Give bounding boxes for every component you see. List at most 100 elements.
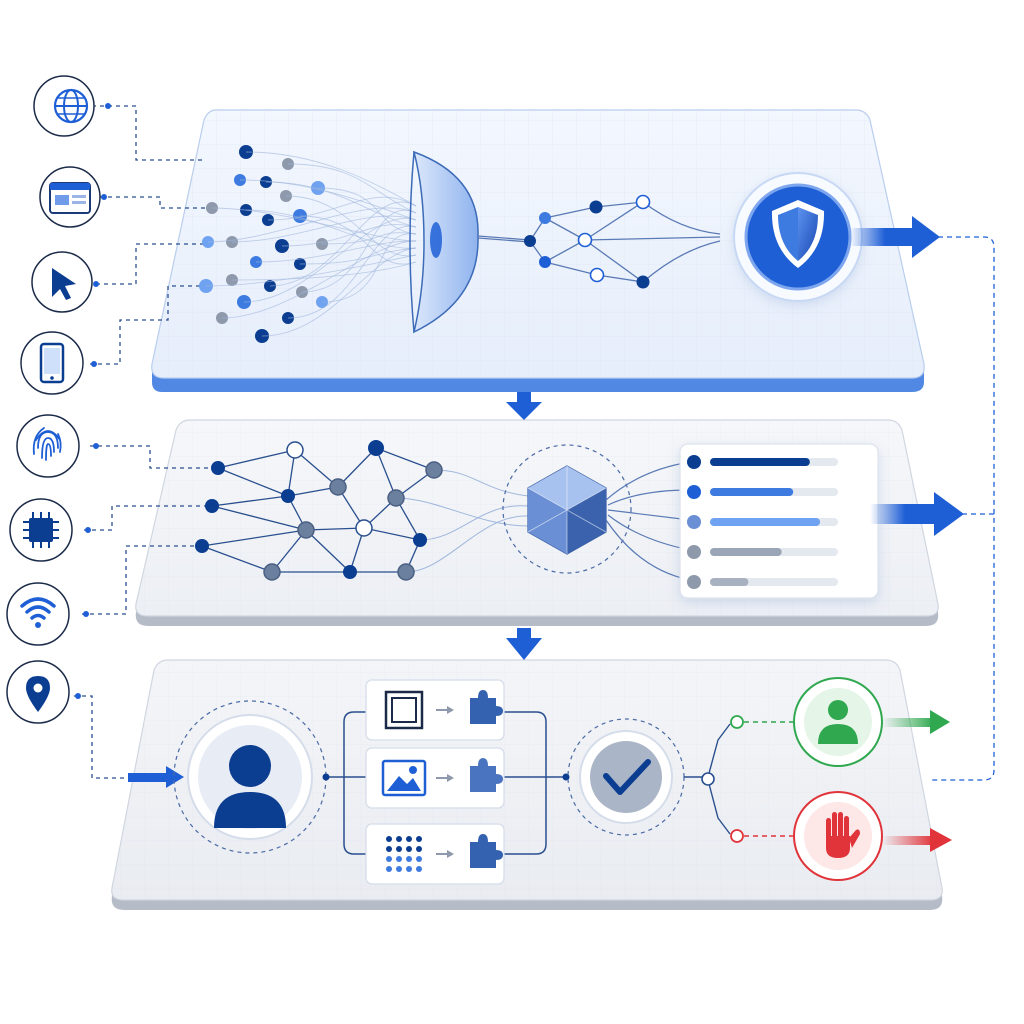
- chip-icon: [9, 498, 73, 562]
- signal-stream: [231, 215, 417, 243]
- signal-stream: [299, 215, 417, 265]
- graph-node: [343, 565, 357, 579]
- graph-edge: [211, 495, 289, 507]
- graph-edge: [375, 447, 397, 499]
- decision-layer-panel: [111, 659, 943, 910]
- graph-edge: [271, 529, 307, 573]
- score-indicator-dot: [687, 485, 701, 499]
- ingestion-layer-panel: [151, 109, 925, 392]
- score-indicator-dot: [687, 575, 701, 589]
- graph-node: [281, 489, 295, 503]
- stop-hand-icon: [793, 791, 883, 881]
- graph-edge: [201, 545, 273, 573]
- branch-dot-left: [322, 773, 330, 781]
- challenge-cards: [365, 679, 505, 885]
- signal-stream: [221, 240, 417, 319]
- graph-node: [425, 461, 443, 479]
- image-icon: [381, 759, 427, 797]
- graph-edge: [294, 449, 339, 488]
- challenge-card: [365, 823, 505, 885]
- wifi-icon: [6, 582, 70, 646]
- signal-stream: [287, 163, 417, 214]
- cursor-pointer-icon: [31, 251, 93, 313]
- graph-node: [368, 440, 384, 456]
- puzzle-icon: [470, 758, 503, 792]
- graph-node: [329, 478, 347, 496]
- graph-stream: [405, 515, 529, 573]
- signal-stream: [287, 225, 417, 319]
- signal-stream: [245, 209, 417, 249]
- challenge-branch-lines: [326, 711, 566, 855]
- signal-stream: [261, 247, 417, 337]
- graph-edge: [363, 527, 421, 541]
- graph-edge: [375, 447, 435, 471]
- signal-stream: [245, 151, 417, 207]
- allow-arrow: [882, 710, 950, 734]
- graph-edge: [217, 449, 296, 469]
- score-bar-fill: [710, 518, 821, 526]
- puzzle-icon: [470, 834, 503, 868]
- graph-stream: [433, 469, 529, 497]
- signal-stream: [321, 233, 417, 303]
- score-bar-fill: [710, 548, 782, 556]
- graph-stream: [395, 497, 529, 527]
- split-node: [701, 772, 715, 786]
- smartphone-icon: [20, 331, 84, 395]
- graph-node: [263, 563, 281, 581]
- checkmark-icon: [567, 718, 685, 836]
- signal-stream: [205, 254, 417, 287]
- block-arrow: [882, 828, 952, 852]
- signal-stream: [281, 224, 417, 247]
- user-icon: [173, 700, 327, 854]
- output-arrow-top: [850, 216, 940, 258]
- layer-transition-arrow-1: [506, 392, 542, 420]
- puzzle-icon: [470, 690, 503, 724]
- hexagon-cube-icon: [502, 444, 632, 574]
- graph-node: [286, 441, 304, 459]
- feedback-loop-line: [930, 236, 995, 781]
- signal-stream: [285, 195, 417, 257]
- risk-score-card: [679, 443, 879, 599]
- source-connector-dots: [75, 103, 111, 699]
- outcome-split-lines: [684, 721, 794, 837]
- allowed-user-icon: [793, 677, 883, 767]
- signal-stream: [321, 232, 417, 245]
- entry-arrow: [128, 766, 184, 788]
- filtered-network: [477, 194, 721, 289]
- signal-stream: [211, 207, 417, 242]
- graph-edge: [305, 529, 351, 573]
- funnel-icon: [409, 150, 479, 334]
- graph-edge: [211, 505, 307, 531]
- score-bar-fill: [710, 488, 794, 496]
- graph-edge: [337, 447, 377, 488]
- challenge-card: [365, 679, 505, 741]
- signal-stream: [255, 240, 417, 263]
- signal-streams: [205, 151, 417, 337]
- graph-node: [387, 489, 405, 507]
- signal-stream: [239, 179, 417, 221]
- signal-stream: [301, 209, 417, 293]
- graph-node: [355, 519, 373, 537]
- score-indicator-dot: [687, 455, 701, 469]
- score-indicator-dot: [687, 515, 701, 529]
- analysis-graph: [195, 440, 529, 581]
- dot-grid-icon: [386, 836, 422, 872]
- graph-node: [195, 539, 209, 553]
- signal-stream: [269, 201, 417, 287]
- graph-node: [297, 521, 315, 539]
- location-pin-icon: [6, 660, 70, 724]
- graph-edge: [217, 467, 289, 497]
- output-arrow-mid: [870, 492, 964, 536]
- branch-dot-right: [562, 773, 570, 781]
- allow-node: [730, 715, 744, 729]
- shield-icon: [720, 159, 876, 315]
- checkbox-square-icon: [384, 690, 424, 730]
- block-node: [730, 829, 744, 843]
- signal-stream: [207, 207, 417, 243]
- browser-window-icon: [39, 166, 101, 228]
- layer-transition-arrow-2: [506, 628, 542, 660]
- source-connectors: [74, 105, 218, 779]
- challenge-card: [365, 747, 505, 809]
- graph-node: [413, 533, 427, 547]
- score-indicator-dot: [687, 545, 701, 559]
